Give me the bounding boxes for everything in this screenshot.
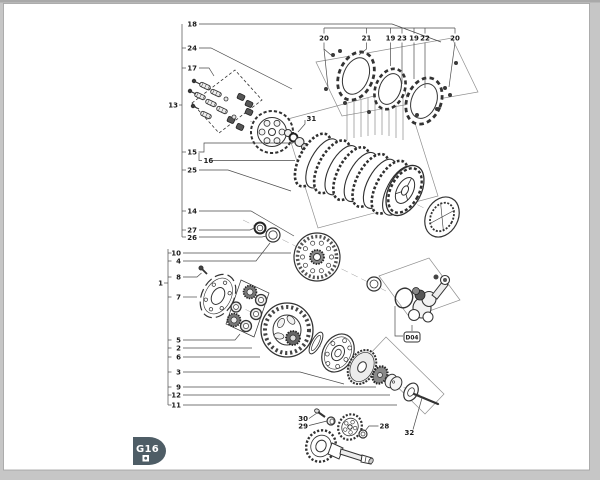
screw-pin <box>187 88 197 95</box>
callout-29[interactable]: 29 <box>298 423 308 431</box>
spring-rings-box <box>315 37 479 117</box>
cross-ref-d04[interactable]: D04 <box>394 306 421 343</box>
callout-30[interactable]: 30 <box>298 415 308 423</box>
callout-6[interactable]: 6 <box>176 354 181 362</box>
callout-9[interactable]: 9 <box>176 384 181 392</box>
callout-leaders <box>164 23 456 432</box>
callout-4[interactable]: 4 <box>176 258 181 266</box>
callout-labels: 18 24 17 13 15 16 25 14 27 26 10 4 8 1 7… <box>158 21 460 438</box>
clutch-drum <box>293 232 341 282</box>
callout-15[interactable]: 15 <box>187 149 197 157</box>
callout-1[interactable]: 1 <box>158 280 163 288</box>
callout-12[interactable]: 12 <box>171 392 181 400</box>
ref-box-label[interactable]: D04 <box>406 336 419 342</box>
callout-23[interactable]: 23 <box>397 35 407 43</box>
callout-11[interactable]: 11 <box>171 402 181 410</box>
spring <box>200 110 212 120</box>
thin-washer <box>308 331 324 355</box>
badge-dot-icon <box>144 456 148 460</box>
callout-3[interactable]: 3 <box>176 369 181 377</box>
callout-28[interactable]: 28 <box>380 423 390 431</box>
screw-pin <box>191 78 201 85</box>
page-code-badge: G16 <box>133 437 166 465</box>
pressure-plate <box>250 110 294 154</box>
screw-pin <box>190 103 200 110</box>
callout-13[interactable]: 13 <box>168 102 178 110</box>
pin <box>314 408 326 418</box>
spring-ring <box>404 76 444 126</box>
callout-10[interactable]: 10 <box>171 250 181 258</box>
plate-stack-box <box>283 87 439 229</box>
bottom-gear-cluster <box>304 408 374 465</box>
callout-21[interactable]: 21 <box>362 35 372 43</box>
badge-shape <box>133 437 166 465</box>
release-flange <box>198 265 237 319</box>
group-boxes <box>283 37 479 415</box>
slave-cylinder-box <box>378 257 461 319</box>
gear-shaft <box>327 442 374 465</box>
spring <box>194 91 206 101</box>
pushrod-box <box>366 336 445 415</box>
spoked-plate <box>385 164 425 217</box>
slave-cylinder <box>394 274 451 323</box>
spring-ring <box>336 50 376 102</box>
flange-disc <box>321 333 355 373</box>
spring <box>210 88 222 98</box>
spring-rings <box>324 49 458 126</box>
spring-kit-box <box>187 69 263 134</box>
callout-8[interactable]: 8 <box>176 274 181 282</box>
callout-31[interactable]: 31 <box>307 115 317 123</box>
callout-2[interactable]: 2 <box>176 345 181 353</box>
tappet-cap <box>326 416 336 426</box>
paper-sheet <box>3 3 590 471</box>
spring <box>216 105 228 115</box>
callout-14[interactable]: 14 <box>187 208 197 216</box>
callout-27[interactable]: 27 <box>187 227 197 235</box>
callout-20b[interactable]: 20 <box>450 35 460 43</box>
end-washer <box>403 382 419 402</box>
steel-disc <box>424 196 460 238</box>
callout-17[interactable]: 17 <box>187 65 197 73</box>
callout-5[interactable]: 5 <box>176 337 181 345</box>
callout-18[interactable]: 18 <box>187 21 197 29</box>
ring-screws <box>324 49 458 117</box>
o-ring <box>394 287 414 309</box>
callout-20a[interactable]: 20 <box>319 35 329 43</box>
spring-cap <box>244 100 254 108</box>
flange-screw <box>198 265 208 275</box>
callout-24[interactable]: 24 <box>187 45 197 53</box>
spring-cap <box>244 108 254 116</box>
spring <box>205 98 217 108</box>
pushrod <box>412 392 440 406</box>
primary-shaft-parts <box>308 331 440 406</box>
stack-hatch-lines <box>346 88 404 140</box>
clutch-plate-stack <box>293 88 425 217</box>
roller <box>358 429 368 439</box>
callout-26[interactable]: 26 <box>187 234 197 242</box>
bearing-kit-box <box>225 279 270 338</box>
badge-label: G16 <box>136 444 159 455</box>
shim-rings <box>253 221 382 292</box>
spring-ring <box>373 67 407 111</box>
callout-25[interactable]: 25 <box>187 167 197 175</box>
callout-22[interactable]: 22 <box>420 35 430 43</box>
callout-32[interactable]: 32 <box>405 429 415 437</box>
callout-16[interactable]: 16 <box>204 157 214 165</box>
frame-top-edge <box>0 0 600 3</box>
ref-box <box>403 331 421 343</box>
callout-7[interactable]: 7 <box>176 294 181 302</box>
coupling-sleeve <box>384 373 403 391</box>
clutch-basket <box>260 302 314 358</box>
spring-cap <box>235 123 245 131</box>
callout-19a[interactable]: 19 <box>386 35 396 43</box>
callout-19b[interactable]: 19 <box>409 35 419 43</box>
spring-cap <box>236 93 246 101</box>
